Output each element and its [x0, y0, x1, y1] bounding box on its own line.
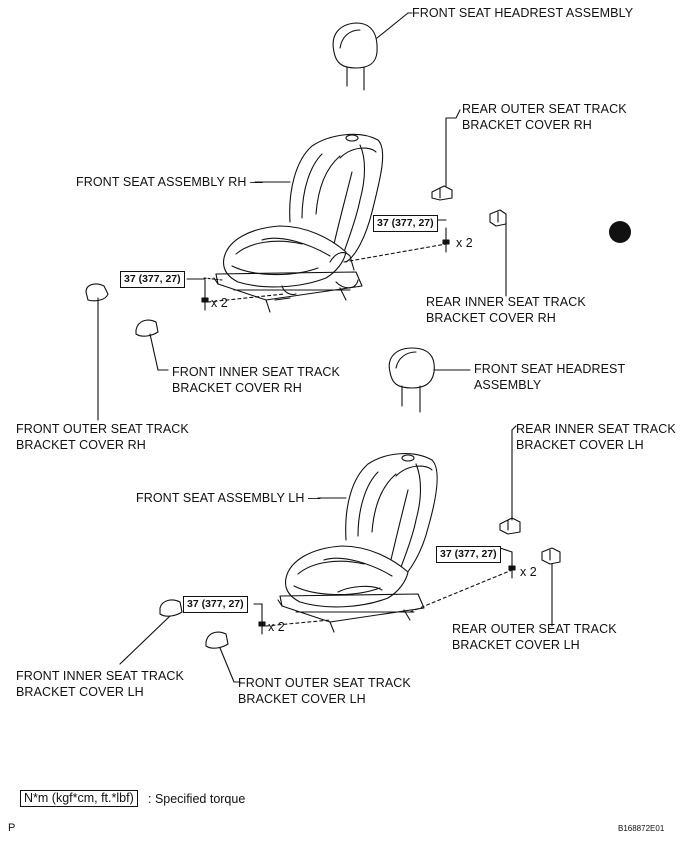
front-outer-cover-lh-drawing — [205, 631, 241, 683]
seat-rh-drawing — [203, 133, 384, 313]
legend-description: : Specified torque — [148, 792, 246, 806]
label-rear-inner-lh-line2: BRACKET COVER LH — [516, 438, 644, 452]
bolt-rh-rear-icon — [442, 239, 450, 253]
label-seat-rh: FRONT SEAT ASSEMBLY RH — — [76, 175, 263, 189]
label-headrest-lh-line1: FRONT SEAT HEADREST — [474, 362, 626, 376]
qty-rh-front: x 2 — [211, 296, 228, 310]
label-front-inner-lh-line2: BRACKET COVER LH — [16, 685, 144, 699]
front-inner-cover-lh-drawing — [119, 599, 183, 665]
ink-smudge-icon — [609, 221, 631, 243]
label-front-outer-rh-line1: FRONT OUTER SEAT TRACK — [16, 422, 189, 436]
label-front-outer-rh-line2: BRACKET COVER RH — [16, 438, 146, 452]
label-seat-lh: FRONT SEAT ASSEMBLY LH — — [136, 491, 321, 505]
label-rear-outer-rh-line1: REAR OUTER SEAT TRACK — [462, 102, 627, 116]
headrest-rh-drawing — [332, 12, 413, 91]
rear-outer-cover-rh-drawing — [431, 109, 461, 201]
headrest-lh-drawing — [388, 347, 471, 413]
rear-inner-cover-lh-drawing — [499, 425, 521, 535]
rear-outer-cover-lh-drawing — [541, 547, 561, 627]
qty-lh-rear: x 2 — [520, 565, 537, 579]
label-rear-outer-rh-line2: BRACKET COVER RH — [462, 118, 592, 132]
front-inner-cover-rh-drawing — [135, 319, 169, 371]
legend-unit-box: N*m (kgf*cm, ft.*lbf) — [20, 790, 138, 807]
torque-spec-rh-rear: 37 (377, 27) — [373, 215, 438, 232]
label-front-inner-rh-line2: BRACKET COVER RH — [172, 381, 302, 395]
bolt-lh-rear-icon — [508, 565, 516, 579]
label-front-inner-rh-line1: FRONT INNER SEAT TRACK — [172, 365, 340, 379]
bolt-lh-front-icon — [258, 621, 266, 635]
torque-spec-lh-rear: 37 (377, 27) — [436, 546, 501, 563]
label-rear-outer-lh-line2: BRACKET COVER LH — [452, 638, 580, 652]
seat-lh-drawing — [277, 453, 438, 633]
torque-spec-rh-front: 37 (377, 27) — [120, 271, 185, 288]
bolt-rh-front-icon — [201, 297, 209, 311]
label-front-outer-lh-line2: BRACKET COVER LH — [238, 692, 366, 706]
label-rear-inner-rh-line1: REAR INNER SEAT TRACK — [426, 295, 586, 309]
label-rear-inner-lh-line1: REAR INNER SEAT TRACK — [516, 422, 676, 436]
figure-code: B168872E01 — [618, 824, 665, 833]
label-front-outer-lh-line1: FRONT OUTER SEAT TRACK — [238, 676, 411, 690]
label-headrest-lh-line2: ASSEMBLY — [474, 378, 542, 392]
label-rear-outer-lh-line1: REAR OUTER SEAT TRACK — [452, 622, 617, 636]
torque-spec-lh-front: 37 (377, 27) — [183, 596, 248, 613]
label-front-inner-lh-line1: FRONT INNER SEAT TRACK — [16, 669, 184, 683]
qty-lh-front: x 2 — [268, 620, 285, 634]
rear-inner-cover-rh-drawing — [489, 209, 507, 297]
label-headrest-rh: FRONT SEAT HEADREST ASSEMBLY — [412, 6, 634, 20]
front-outer-cover-rh-drawing — [85, 283, 109, 421]
page-letter: P — [8, 822, 16, 834]
qty-rh-rear: x 2 — [456, 236, 473, 250]
label-rear-inner-rh-line2: BRACKET COVER RH — [426, 311, 556, 325]
